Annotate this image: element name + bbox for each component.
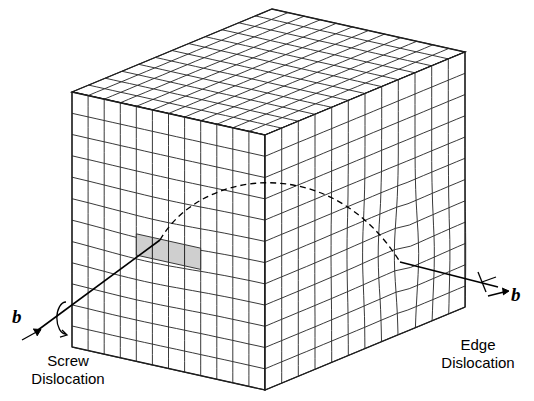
dislocation-label: Edge Dislocation (430, 336, 526, 372)
rotation-arrowhead (60, 330, 67, 337)
left-face (72, 92, 265, 390)
edge-line (400, 262, 498, 287)
burgers-vector: b (12, 306, 22, 328)
slip-cell (169, 241, 185, 266)
rotation-arrow (57, 302, 66, 334)
burgers-arrow (22, 330, 40, 340)
dislocation-line (160, 183, 400, 262)
dislocation-label: Screw Dislocation (20, 352, 116, 388)
burgers-arrowhead (33, 329, 41, 336)
left-grid (72, 92, 265, 390)
burgers-arrowhead (502, 288, 509, 295)
edge-symbol (482, 277, 496, 282)
slip-cell (152, 237, 168, 262)
slip-cell (185, 245, 201, 270)
burgers-vector: b (511, 284, 521, 306)
